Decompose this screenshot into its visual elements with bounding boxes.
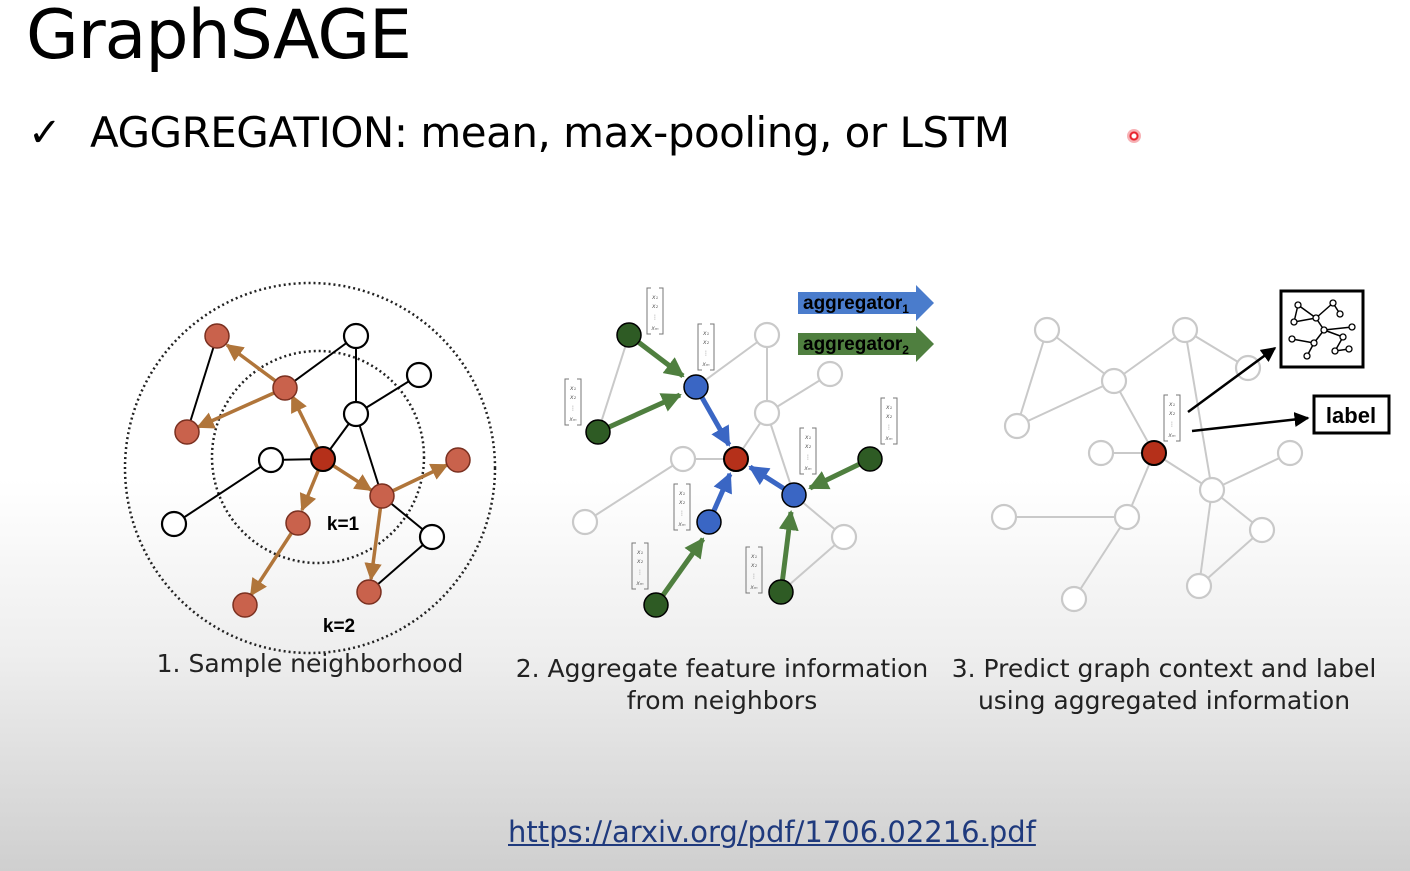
svg-text:⋮: ⋮ [805, 454, 811, 461]
svg-text:x₂: x₂ [702, 339, 710, 346]
aggregator2-label: aggregator2 [803, 334, 909, 357]
caption-line: 1. Sample neighborhood [156, 649, 464, 678]
svg-text:x₁: x₁ [678, 490, 686, 497]
svg-text:⋮: ⋮ [751, 573, 757, 580]
target-node [723, 446, 749, 472]
panel-predict-context: x₁ x₂ ⋮ xₘ [990, 289, 1391, 613]
svg-text:x₂: x₂ [885, 413, 893, 420]
svg-text:x₁: x₁ [885, 404, 893, 411]
svg-text:⋮: ⋮ [637, 569, 643, 576]
svg-text:x₁: x₁ [569, 385, 577, 392]
label-box [1312, 394, 1391, 435]
caption-line: 3. Predict graph context and label [951, 654, 1377, 683]
svg-text:x₂: x₂ [804, 443, 812, 450]
laser-pointer-icon [1127, 129, 1141, 143]
k1-label: k=1 [327, 514, 360, 535]
k1-boundary [210, 349, 426, 565]
svg-text:x₁: x₁ [651, 294, 659, 301]
svg-text:x₁: x₁ [702, 330, 710, 337]
target-node [1141, 440, 1167, 466]
svg-text:xₘ: xₘ [749, 584, 758, 591]
svg-text:x₂: x₂ [636, 558, 644, 565]
aggregator1-label: aggregator1 [803, 293, 909, 316]
caption-line: 2. Aggregate feature information [515, 654, 929, 683]
context-arrow [1187, 346, 1277, 414]
svg-text:⋮: ⋮ [703, 350, 709, 357]
target-node [310, 446, 336, 472]
svg-text:x₁: x₁ [1168, 401, 1176, 408]
svg-text:xₘ: xₘ [635, 580, 644, 587]
panel-sample-neighborhood: k=1 k=2 [123, 281, 497, 655]
svg-text:x₂: x₂ [678, 499, 686, 506]
k2-label: k=2 [323, 616, 355, 637]
svg-text:⋮: ⋮ [570, 405, 576, 412]
svg-text:x₁: x₁ [636, 549, 644, 556]
svg-text:xₘ: xₘ [650, 325, 659, 332]
k2-boundary [123, 281, 497, 655]
svg-text:x₁: x₁ [750, 553, 758, 560]
caption-aggregate-features: 2. Aggregate feature information from ne… [512, 653, 932, 717]
aggregator1-arrow [798, 285, 934, 321]
svg-text:⋮: ⋮ [679, 510, 685, 517]
label-arrow [1191, 412, 1310, 433]
svg-text:xₘ: xₘ [701, 361, 710, 368]
svg-text:⋮: ⋮ [652, 314, 658, 321]
caption-sample-neighborhood: 1. Sample neighborhood [150, 648, 470, 680]
svg-text:x₂: x₂ [1168, 410, 1176, 417]
label-box-text: label [1326, 403, 1376, 428]
caption-line: using aggregated information [977, 686, 1351, 715]
panel-aggregate-features: aggregator1 aggregator2 [564, 285, 934, 618]
svg-text:xₘ: xₘ [803, 465, 812, 472]
svg-text:⋮: ⋮ [886, 424, 892, 431]
svg-text:xₘ: xₘ [884, 435, 893, 442]
bullet-text: AGGREGATION: mean, max-pooling, or LSTM [90, 108, 1010, 157]
svg-text:x₁: x₁ [804, 434, 812, 441]
svg-text:x₂: x₂ [651, 303, 659, 310]
paper-link[interactable]: https://arxiv.org/pdf/1706.02216.pdf [508, 815, 1036, 849]
caption-predict-context: 3. Predict graph context and label using… [946, 653, 1382, 717]
caption-line: from neighbors [626, 686, 818, 715]
svg-text:xₘ: xₘ [677, 521, 686, 528]
svg-text:xₘ: xₘ [568, 416, 577, 423]
checkmark-icon: ✓ [28, 109, 62, 156]
svg-text:x₂: x₂ [750, 562, 758, 569]
graph-context-icon [1279, 289, 1365, 369]
aggregator2-arrow [798, 326, 934, 362]
svg-text:x₂: x₂ [569, 394, 577, 401]
slide-title: GraphSAGE [26, 0, 412, 75]
svg-text:xₘ: xₘ [1167, 432, 1176, 439]
bullet-point: ✓ AGGREGATION: mean, max-pooling, or LST… [28, 108, 1010, 157]
svg-text:⋮: ⋮ [1169, 421, 1175, 428]
